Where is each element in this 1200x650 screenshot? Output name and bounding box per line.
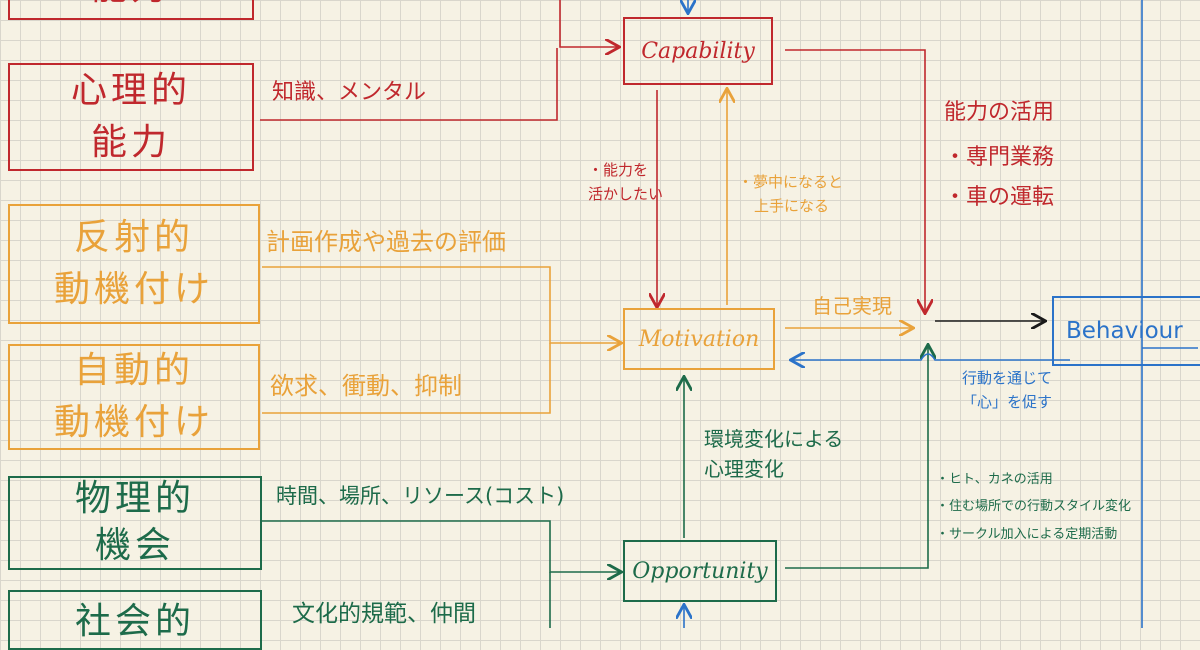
ability-usage-list: 専門業務 車の運転 [944, 138, 1054, 217]
physical-to-opportunity-arrow [262, 520, 620, 572]
reflective-to-motivation-arrow [262, 266, 620, 343]
psychological-capability-box: 心理的 能力 [8, 63, 254, 171]
behaviour-to-motivation-arrow [792, 354, 1070, 360]
behaviour-feedback-note: 行動を通じて 「心」を促す [962, 369, 1053, 411]
opportunity-to-behaviour-arrow [785, 346, 928, 569]
opportunity-item: ヒト、カネの活用 [936, 466, 1131, 493]
automatic-to-motivation-line [262, 343, 551, 414]
physical-capability-box: 能力 [8, 0, 254, 20]
self-actualization-label: 自己実現 [812, 294, 892, 318]
capability-to-behaviour-arrow [785, 49, 925, 312]
reflective-label: 計画作成や過去の評価 [266, 228, 506, 256]
ability-usage-title: 能力の活用 [944, 100, 1055, 125]
motivation-node: Motivation [623, 308, 775, 370]
behaviour-node: Behaviour [1052, 296, 1200, 366]
psych-to-capability-line [260, 48, 558, 121]
physical-label: 時間、場所、リソース(コスト) [276, 484, 565, 508]
social-label: 文化的規範、仲間 [292, 601, 476, 627]
opportunity-item: 住む場所での行動スタイル変化 [936, 493, 1131, 520]
automatic-label: 欲求、衝動、抑制 [270, 372, 462, 400]
ability-item: 専門業務 [944, 138, 1054, 178]
opportunity-node: Opportunity [623, 540, 777, 602]
automatic-motivation-box: 自動的 動機付け [8, 344, 260, 450]
physical-opportunity-box: 物理的 機会 [8, 476, 262, 570]
psych-label: 知識、メンタル [272, 80, 427, 105]
opportunity-usage-list: ヒト、カネの活用 住む場所での行動スタイル変化 サークル加入による定期活動 [936, 466, 1131, 548]
opportunity-item: サークル加入による定期活動 [936, 521, 1131, 548]
ability-item: 車の運転 [944, 178, 1054, 218]
env-change-note: 環境変化による 心理変化 [704, 427, 844, 481]
social-opportunity-box: 社会的 [8, 590, 262, 650]
capability-to-motivation-note: ・能力を 活かしたい [588, 161, 664, 203]
connector-lines [260, 0, 1198, 628]
reflective-motivation-box: 反射的 動機付け [8, 204, 260, 324]
physical-to-capability-arrow [559, 0, 618, 47]
capability-node: Capability [623, 17, 773, 85]
motivation-to-capability-note: ・夢中になると 上手になる [738, 173, 844, 215]
